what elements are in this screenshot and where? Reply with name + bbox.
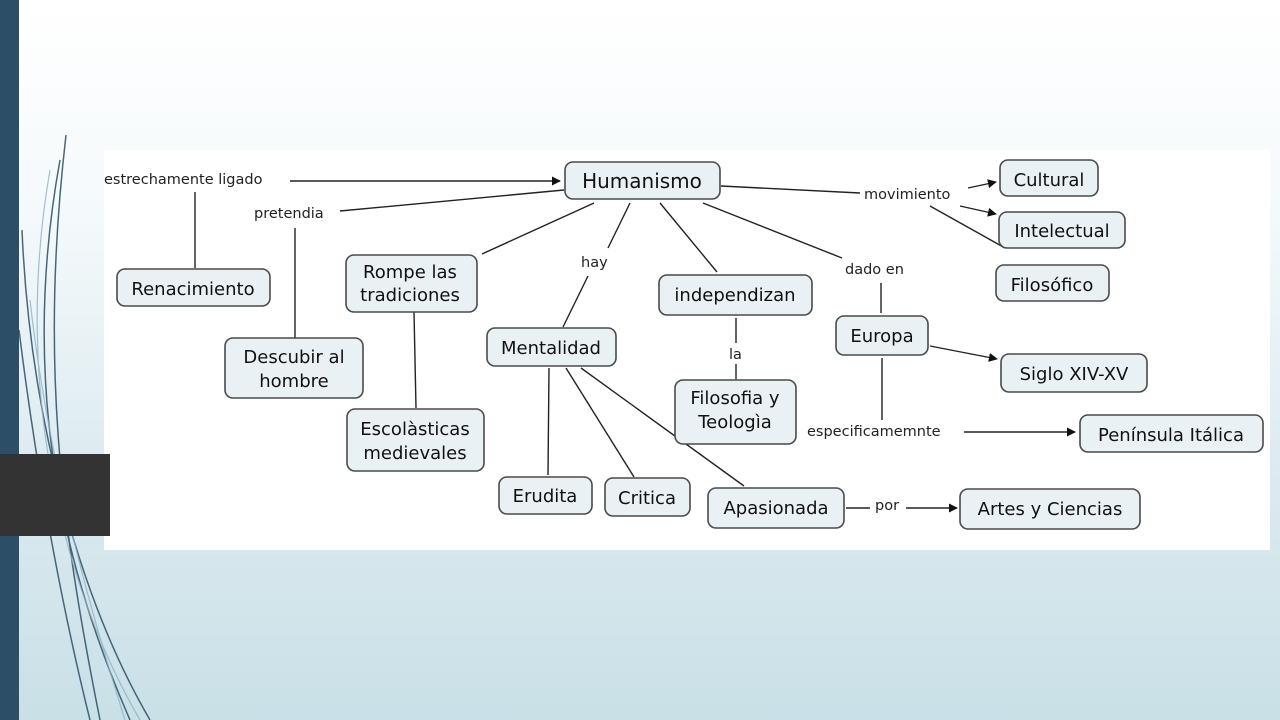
connector-lines bbox=[194, 176, 1076, 513]
svg-text:Península Itálica: Península Itálica bbox=[1098, 425, 1244, 446]
svg-text:Artes y Ciencias: Artes y Ciencias bbox=[978, 499, 1123, 520]
svg-text:Teologìa: Teologìa bbox=[697, 412, 772, 433]
svg-text:medievales: medievales bbox=[363, 443, 466, 464]
node-artes-y-ciencias: Artes y Ciencias bbox=[959, 488, 1141, 530]
node-filosofia-teologia: Filosofia y Teologìa bbox=[674, 379, 797, 445]
svg-text:independizan: independizan bbox=[674, 285, 795, 306]
link-label-dado-en: dado en bbox=[845, 262, 904, 278]
svg-text:tradiciones: tradiciones bbox=[360, 285, 460, 306]
node-intelectual: Intelectual bbox=[998, 211, 1126, 249]
svg-text:Filosofia y: Filosofia y bbox=[690, 388, 780, 409]
svg-text:hombre: hombre bbox=[259, 371, 328, 392]
svg-text:Cultural: Cultural bbox=[1014, 170, 1085, 191]
svg-text:Renacimiento: Renacimiento bbox=[131, 279, 254, 300]
node-erudita: Erudita bbox=[498, 476, 593, 515]
node-europa: Europa bbox=[835, 315, 929, 356]
link-label-pretendia: pretendia bbox=[254, 206, 324, 222]
link-label-estrechamente-ligado: estrechamente ligado bbox=[104, 172, 263, 188]
svg-text:Filosófico: Filosófico bbox=[1011, 275, 1094, 296]
node-descubir-al-hombre: Descubir al hombre bbox=[224, 337, 364, 399]
svg-text:Apasionada: Apasionada bbox=[723, 498, 828, 519]
svg-text:Escolàsticas: Escolàsticas bbox=[360, 419, 469, 440]
link-label-hay: hay bbox=[581, 255, 608, 271]
left-accent-bar bbox=[0, 0, 19, 720]
link-label-por: por bbox=[875, 498, 899, 514]
link-label-la: la bbox=[729, 347, 742, 363]
svg-text:Intelectual: Intelectual bbox=[1014, 221, 1109, 242]
node-cultural: Cultural bbox=[999, 159, 1099, 197]
svg-text:Siglo XIV-XV: Siglo XIV-XV bbox=[1020, 364, 1129, 385]
node-filosofico: Filosófico bbox=[995, 264, 1110, 302]
link-labels: estrechamente ligado pretendia movimient… bbox=[104, 172, 951, 514]
node-rompe-las-tradiciones: Rompe las tradiciones bbox=[345, 254, 478, 313]
svg-text:Critica: Critica bbox=[618, 488, 676, 509]
node-renacimiento: Renacimiento bbox=[116, 268, 271, 307]
svg-text:Mentalidad: Mentalidad bbox=[501, 338, 601, 359]
node-mentalidad: Mentalidad bbox=[486, 327, 617, 367]
node-independizan: independizan bbox=[658, 274, 813, 316]
svg-text:Humanismo: Humanismo bbox=[582, 169, 702, 193]
svg-text:Rompe las: Rompe las bbox=[363, 262, 457, 283]
node-peninsula-italica: Península Itálica bbox=[1079, 414, 1264, 453]
svg-text:Descubir al: Descubir al bbox=[243, 347, 344, 368]
link-label-especificamente: especificamemnte bbox=[807, 424, 941, 440]
node-humanismo: Humanismo bbox=[564, 161, 721, 200]
node-critica: Critica bbox=[604, 477, 691, 517]
svg-text:Erudita: Erudita bbox=[513, 486, 578, 507]
link-label-movimiento: movimiento bbox=[864, 187, 951, 203]
node-apasionada: Apasionada bbox=[707, 487, 845, 529]
node-siglo-xiv-xv: Siglo XIV-XV bbox=[1000, 353, 1148, 393]
dark-tab-decoration bbox=[0, 454, 110, 536]
svg-text:Europa: Europa bbox=[850, 326, 913, 347]
node-escolasticas-medievales: Escolàsticas medievales bbox=[346, 408, 485, 472]
